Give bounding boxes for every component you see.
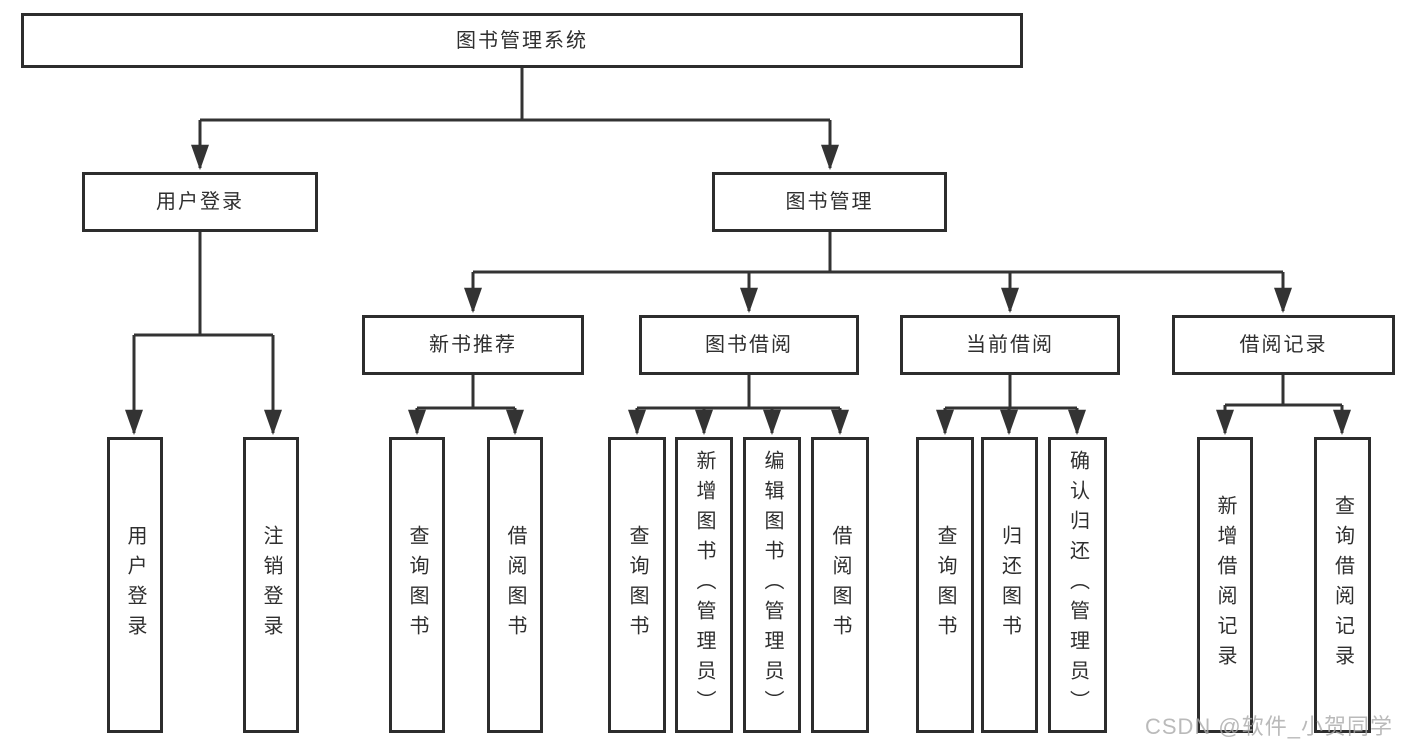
leaf-return-book: 归还图书 xyxy=(981,437,1038,733)
node-book-borrow-label: 图书借阅 xyxy=(705,334,793,356)
node-borrow-records: 借阅记录 xyxy=(1172,315,1395,375)
node-user-login-label: 用户登录 xyxy=(156,191,244,213)
node-book-borrow: 图书借阅 xyxy=(639,315,859,375)
leaf-recommend-query-books-label: 查询图书 xyxy=(406,525,428,645)
node-book-management: 图书管理 xyxy=(712,172,947,232)
leaf-confirm-return-admin-label: 确认归还（管理员） xyxy=(1066,450,1089,720)
leaf-edit-book-admin: 编辑图书（管理员） xyxy=(743,437,801,733)
node-borrow-records-label: 借阅记录 xyxy=(1239,334,1328,356)
leaf-confirm-return-admin: 确认归还（管理员） xyxy=(1048,437,1107,733)
leaf-recommend-borrow-books: 借阅图书 xyxy=(487,437,543,733)
leaf-borrow-books-label: 借阅图书 xyxy=(829,525,851,645)
node-new-book-recommend-label: 新书推荐 xyxy=(429,334,517,356)
leaf-return-book-label: 归还图书 xyxy=(998,525,1021,645)
node-user-login: 用户登录 xyxy=(82,172,318,232)
leaf-borrow-query-books: 查询图书 xyxy=(608,437,666,733)
leaf-add-borrow-record: 新增借阅记录 xyxy=(1197,437,1253,733)
node-root-system: 图书管理系统 xyxy=(21,13,1023,68)
leaf-recommend-query-books: 查询图书 xyxy=(389,437,445,733)
leaf-user-login: 用户登录 xyxy=(107,437,163,733)
leaf-user-login-label: 用户登录 xyxy=(124,525,146,645)
node-current-borrow-label: 当前借阅 xyxy=(966,334,1054,356)
leaf-logout-label: 注销登录 xyxy=(260,525,282,645)
node-new-book-recommend: 新书推荐 xyxy=(362,315,584,375)
leaf-add-book-admin-label: 新增图书（管理员） xyxy=(693,450,715,720)
node-book-management-label: 图书管理 xyxy=(785,191,874,213)
leaf-logout: 注销登录 xyxy=(243,437,299,733)
leaf-add-book-admin: 新增图书（管理员） xyxy=(675,437,733,733)
leaf-borrow-query-books-label: 查询图书 xyxy=(626,525,648,645)
leaf-query-borrow-record: 查询借阅记录 xyxy=(1314,437,1371,733)
leaf-current-query-books-label: 查询图书 xyxy=(934,525,956,645)
leaf-recommend-borrow-books-label: 借阅图书 xyxy=(504,525,526,645)
node-current-borrow: 当前借阅 xyxy=(900,315,1120,375)
leaf-current-query-books: 查询图书 xyxy=(916,437,974,733)
leaf-borrow-books: 借阅图书 xyxy=(811,437,869,733)
node-root-system-label: 图书管理系统 xyxy=(456,29,588,52)
leaf-query-borrow-record-label: 查询借阅记录 xyxy=(1331,495,1354,675)
leaf-add-borrow-record-label: 新增借阅记录 xyxy=(1214,495,1236,675)
leaf-edit-book-admin-label: 编辑图书（管理员） xyxy=(761,450,783,720)
